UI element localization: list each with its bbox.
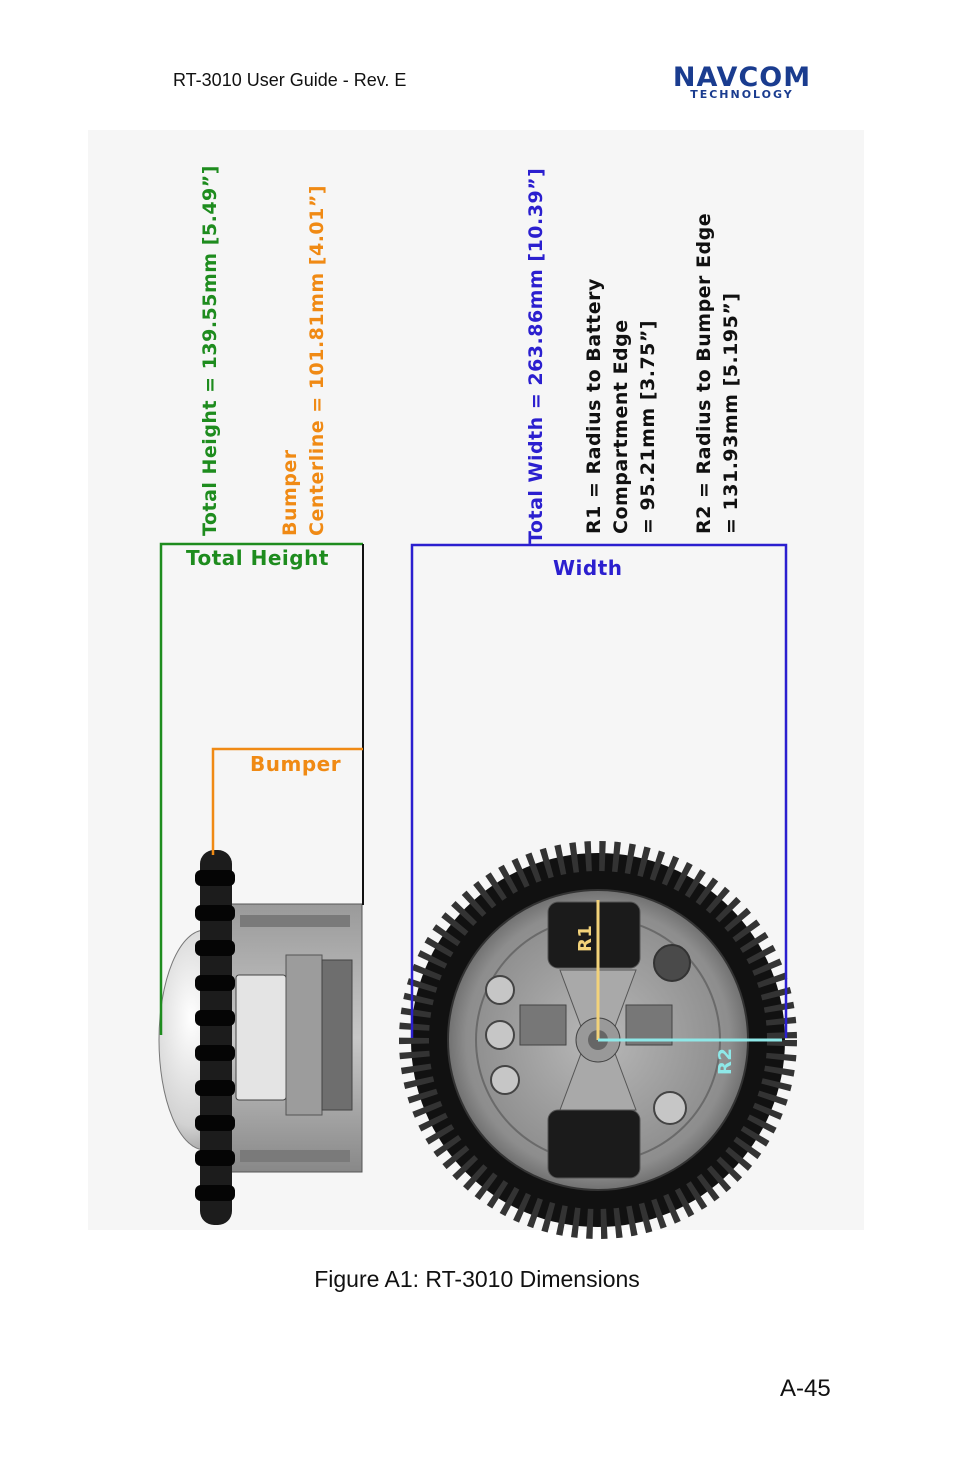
bumper-bracket xyxy=(211,747,363,855)
page-header-title: RT-3010 User Guide - Rev. E xyxy=(173,70,407,90)
width-bracket xyxy=(410,543,788,1038)
total-height-dimension: Total Height = 139.55mm [5.49”] xyxy=(199,165,221,536)
total-height-tag: Total Height xyxy=(186,546,329,570)
side-view xyxy=(158,850,363,1225)
page-number: A-45 xyxy=(780,1375,831,1402)
bumper-tag: Bumper xyxy=(250,752,342,776)
logo-wordmark: NAVCOM xyxy=(672,62,812,93)
r1-tag: R1 xyxy=(575,924,596,952)
total-height-bracket xyxy=(159,542,363,1035)
r2-dimension: R2 = Radius to Bumper Edge = 131.93mm [5… xyxy=(693,212,742,534)
logo-subtitle: TECHNOLOGY xyxy=(690,88,794,101)
bumper-centerline-dimension: Bumper Centerline = 101.81mm [4.01”] xyxy=(279,184,328,536)
total-width-dimension: Total Width = 263.86mm [10.39”] xyxy=(525,167,547,544)
width-tag: Width xyxy=(553,556,623,580)
figure-caption: Figure A1: RT-3010 Dimensions xyxy=(314,1266,640,1292)
r2-tag: R2 xyxy=(715,1047,736,1075)
navcom-logo: NAVCOM TECHNOLOGY xyxy=(650,62,834,101)
r1-dimension: R1 = Radius to Battery Compartment Edge … xyxy=(583,278,659,534)
